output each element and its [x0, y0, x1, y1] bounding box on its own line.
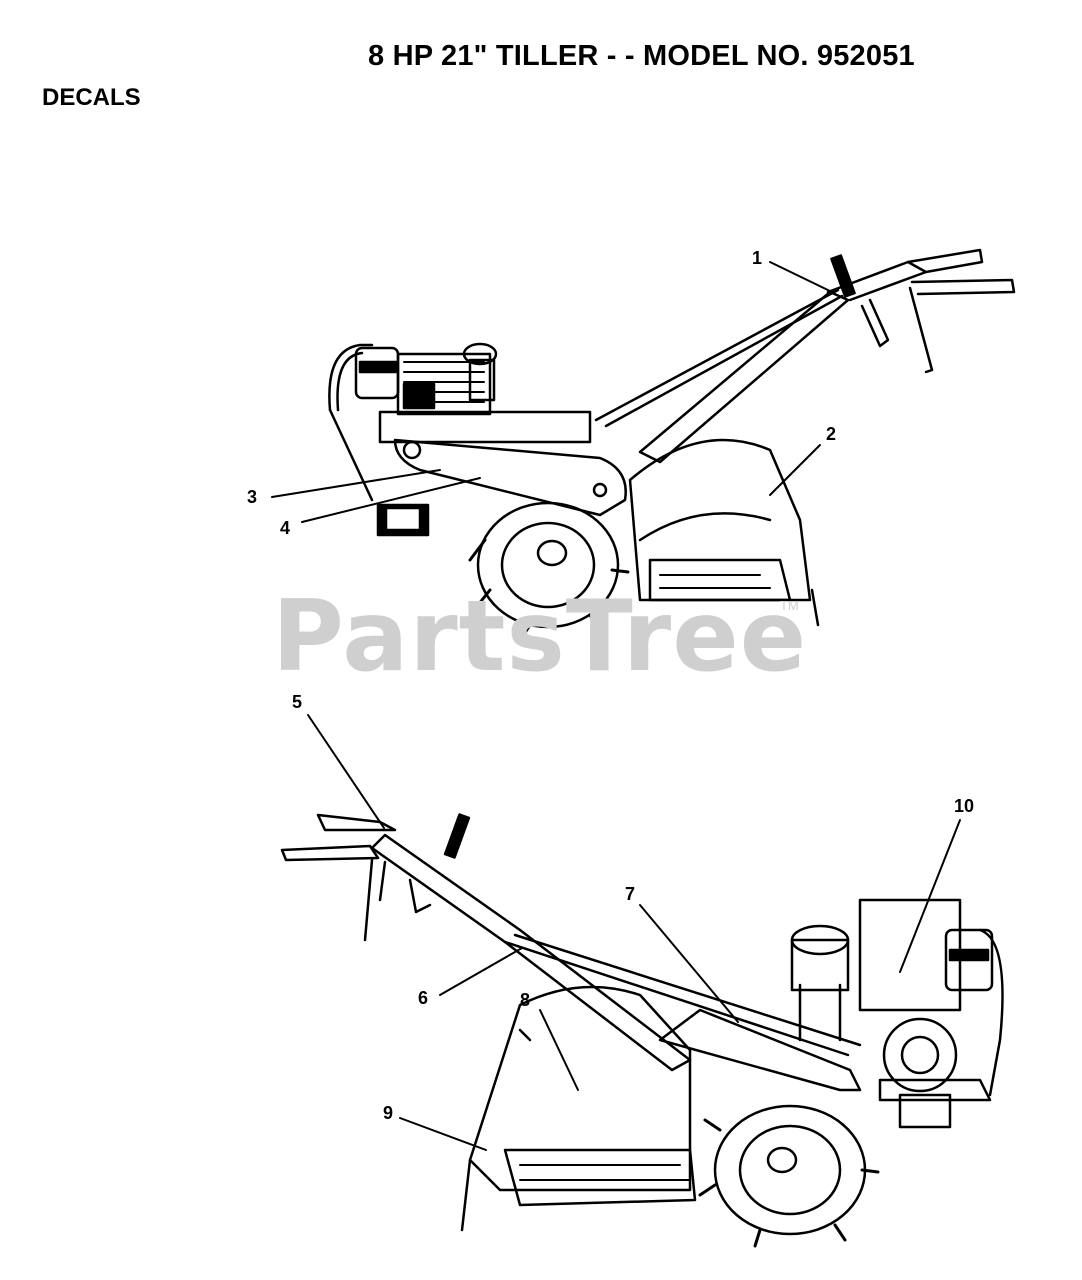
callout-4: 4	[280, 518, 291, 538]
leader-3	[271, 469, 441, 498]
leader-5	[307, 714, 385, 829]
callout-2: 2	[826, 424, 837, 444]
leader-2	[769, 444, 821, 496]
callout-9: 9	[383, 1103, 394, 1123]
bottom-tiller-drawing	[280, 813, 1004, 1248]
leader-1	[769, 261, 833, 293]
callout-5: 5	[292, 692, 303, 712]
leader-10	[899, 819, 961, 973]
callout-leaders	[271, 261, 961, 1151]
callout-7: 7	[625, 884, 636, 904]
leader-7	[639, 904, 739, 1023]
callout-8: 8	[520, 990, 531, 1010]
leader-4	[301, 477, 481, 523]
leader-8	[539, 1009, 579, 1091]
watermark: PartsTree	[272, 580, 808, 694]
callout-1: 1	[752, 248, 763, 268]
top-tiller-drawing	[328, 248, 1016, 642]
diagram-title: 8 HP 21" TILLER - - MODEL NO. 952051	[368, 40, 915, 72]
watermark-trademark: TM	[780, 598, 799, 613]
callout-10: 10	[954, 796, 975, 816]
section-label: DECALS	[42, 84, 141, 111]
callout-3: 3	[247, 487, 258, 507]
callout-6: 6	[418, 988, 429, 1008]
leader-9	[399, 1117, 487, 1151]
leader-6	[439, 947, 523, 996]
